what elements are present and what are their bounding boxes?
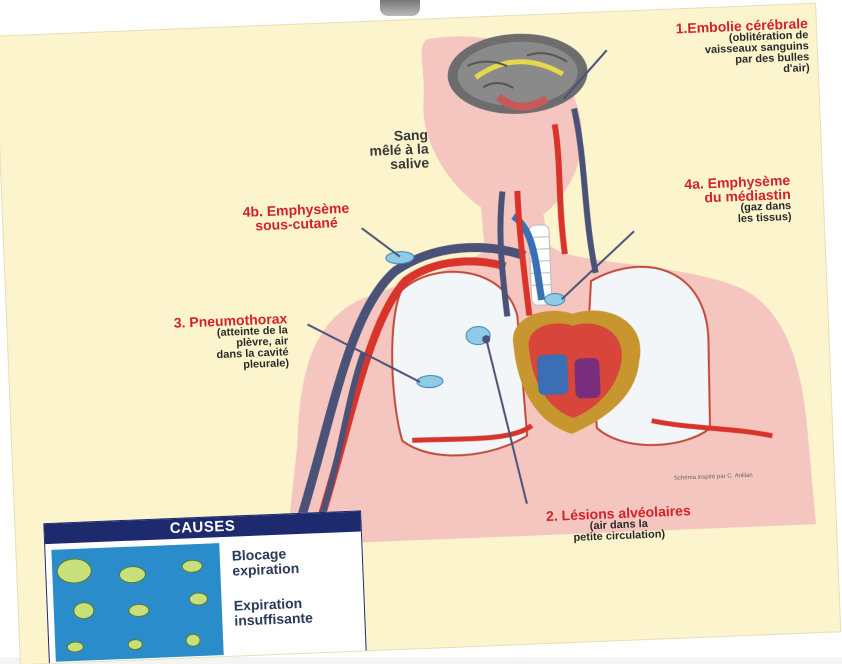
cause-blocage: Blocage expiration (231, 546, 299, 579)
cause-line-4: insuffisante (234, 611, 313, 630)
causes-panel: CAUSES Blocage expiration (43, 510, 366, 664)
pin-shadow (380, 0, 420, 16)
cause-expiration: Expiration insuffisante (233, 595, 313, 629)
label-sang: Sang mêlé à la salive (338, 127, 430, 173)
cause-line-2: expiration (232, 561, 299, 579)
alveoli-icon (51, 543, 223, 662)
label-emphyseme-mediastin: 4a. Emphysème du médiastin (gaz dans les… (620, 173, 792, 230)
label-embolie: 1.Embolie cérébrale (oblitération de vai… (602, 16, 810, 82)
label-pneumothorax: 3. Pneumothorax (atteinte de la plèvre, … (117, 311, 289, 376)
alveoli-illustration (51, 543, 223, 662)
poster: 1.Embolie cérébrale (oblitération de vai… (0, 4, 840, 664)
